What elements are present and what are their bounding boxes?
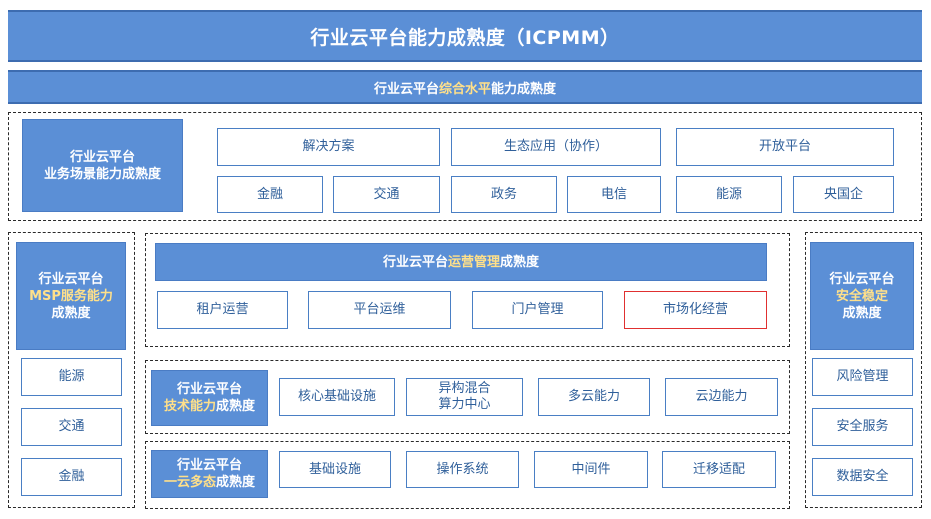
business-item-label: 能源 (715, 186, 742, 202)
msp-item-label: 金融 (58, 469, 85, 484)
multi-item-label: 中间件 (571, 461, 611, 477)
msp-item-label: 交通 (58, 419, 85, 434)
security-label-highlight: 安全稳定 (835, 288, 888, 304)
msp-label-line3: 成熟度 (51, 305, 91, 321)
business-item-label: 金融 (256, 186, 283, 202)
operations-item-label: 租户运营 (196, 302, 249, 317)
business-category-open-platform: 开放平台 (676, 128, 894, 166)
msp-label-highlight: MSP服务能力 (29, 288, 113, 304)
business-category-ecosystem: 生态应用（协作） (451, 128, 661, 166)
multi-section (145, 441, 790, 509)
operations-title-pre: 行业云平台 (382, 254, 448, 270)
multi-item-middleware: 中间件 (534, 451, 648, 488)
tech-label-highlight: 技术能力 (163, 399, 216, 414)
business-item-finance: 金融 (217, 176, 323, 213)
business-label-line2: 业务场景能力成熟度 (43, 166, 161, 182)
business-item-telecom: 电信 (567, 176, 661, 213)
business-label: 行业云平台 业务场景能力成熟度 (22, 119, 183, 212)
overall-maturity-bar: 行业云平台综合水平能力成熟度 (8, 70, 922, 104)
business-item-label: 政务 (490, 186, 517, 202)
tech-item-multicloud: 多云能力 (538, 378, 650, 416)
security-label-line3: 成熟度 (842, 305, 882, 321)
multi-item-label: 迁移适配 (692, 461, 745, 477)
operations-item-market: 市场化经营 (624, 291, 767, 329)
business-category-solutions: 解决方案 (217, 128, 440, 166)
tech-item-core-infra: 核心基础设施 (279, 378, 395, 416)
operations-item-label: 门户管理 (511, 302, 564, 317)
operations-item-portal: 门户管理 (472, 291, 603, 329)
operations-title-highlight: 运营管理 (447, 254, 500, 270)
tech-item-label: 异构混合 算力中心 (438, 381, 491, 412)
security-item-risk: 风险管理 (812, 358, 913, 396)
multi-label: 行业云平台 一云多态成熟度 (151, 450, 268, 498)
tech-item-hetero-compute: 异构混合 算力中心 (406, 378, 523, 416)
multi-item-infra: 基础设施 (279, 451, 391, 488)
business-category-label: 开放平台 (758, 139, 811, 154)
tech-label-post: 成熟度 (216, 399, 256, 414)
tech-label: 行业云平台 技术能力成熟度 (151, 370, 268, 426)
business-item-label: 央国企 (823, 186, 863, 202)
security-item-data: 数据安全 (812, 458, 913, 496)
tech-item-label: 云边能力 (695, 389, 748, 404)
business-category-label: 生态应用（协作） (503, 139, 608, 154)
operations-item-label: 市场化经营 (662, 302, 728, 317)
security-item-label: 风险管理 (836, 369, 889, 384)
main-title-text: 行业云平台能力成熟度（ICPMM） (310, 26, 620, 49)
security-label-line1: 行业云平台 (829, 271, 895, 287)
msp-item-transport: 交通 (21, 408, 122, 446)
business-item-energy: 能源 (676, 176, 782, 213)
msp-label: 行业云平台 MSP服务能力 成熟度 (16, 242, 126, 350)
business-item-label: 电信 (600, 186, 627, 202)
tech-item-cloud-edge: 云边能力 (665, 378, 778, 416)
operations-item-platform-ops: 平台运维 (308, 291, 451, 329)
tech-item-label: 核心基础设施 (297, 389, 376, 404)
multi-item-migration: 迁移适配 (662, 451, 776, 488)
msp-label-line1: 行业云平台 (38, 271, 104, 287)
tech-label-line1: 行业云平台 (176, 382, 242, 397)
overall-label-post: 能力成熟度 (491, 81, 557, 97)
business-item-government: 政务 (451, 176, 557, 213)
security-item-service: 安全服务 (812, 408, 913, 446)
business-item-label: 交通 (373, 186, 400, 202)
business-item-transport: 交通 (333, 176, 440, 213)
msp-section (8, 232, 135, 508)
operations-item-label: 平台运维 (353, 302, 406, 317)
msp-item-label: 能源 (58, 369, 85, 384)
security-label: 行业云平台 安全稳定 成熟度 (810, 242, 914, 350)
multi-label-post: 成熟度 (216, 475, 256, 490)
msp-item-finance: 金融 (21, 458, 122, 496)
operations-title-post: 成熟度 (500, 254, 540, 270)
msp-item-energy: 能源 (21, 358, 122, 396)
multi-label-line1: 行业云平台 (176, 458, 242, 473)
tech-section (145, 360, 790, 434)
operations-item-tenant: 租户运营 (157, 291, 288, 329)
multi-label-highlight: 一云多态 (163, 475, 216, 490)
multi-item-os: 操作系统 (406, 451, 519, 488)
overall-label-highlight: 综合水平 (438, 81, 491, 97)
multi-item-label: 操作系统 (436, 461, 489, 477)
business-category-label: 解决方案 (302, 139, 355, 154)
business-item-soe: 央国企 (793, 176, 894, 213)
business-section (8, 112, 922, 221)
security-section (805, 232, 922, 508)
main-title: 行业云平台能力成熟度（ICPMM） (8, 10, 922, 62)
operations-title: 行业云平台运营管理成熟度 (155, 243, 767, 281)
tech-item-label: 多云能力 (567, 389, 620, 404)
overall-label-pre: 行业云平台 (373, 81, 439, 97)
security-item-label: 安全服务 (836, 419, 889, 434)
business-label-line1: 行业云平台 (69, 149, 135, 165)
multi-item-label: 基础设施 (308, 461, 361, 477)
security-item-label: 数据安全 (836, 469, 889, 484)
operations-section (145, 233, 790, 347)
